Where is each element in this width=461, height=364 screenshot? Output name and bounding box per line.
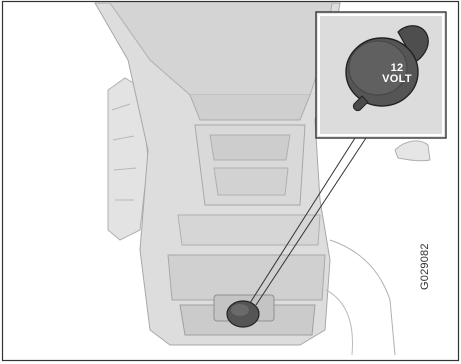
storage-compartment <box>168 255 325 300</box>
cap-label-line2: VOLT <box>377 74 417 85</box>
figure-code: G029082 <box>419 243 431 290</box>
cap-label: 12 VOLT <box>377 63 417 85</box>
